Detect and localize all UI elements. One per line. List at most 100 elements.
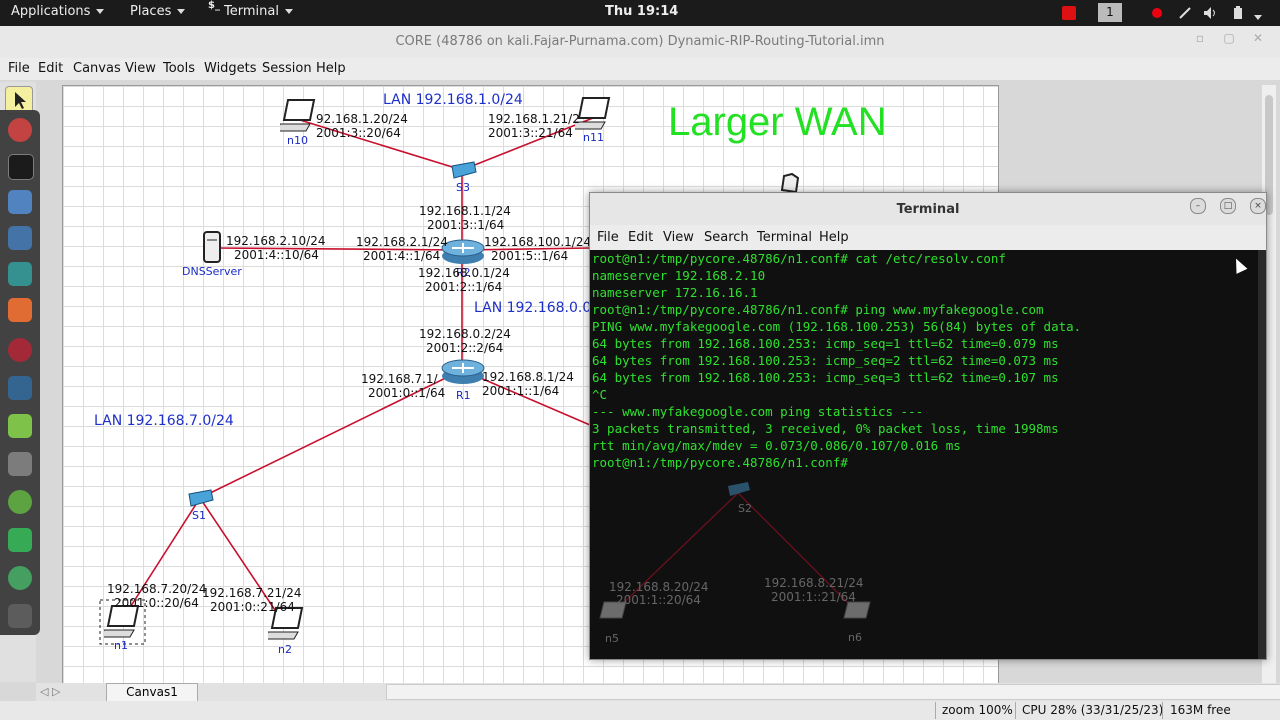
pen-icon[interactable] bbox=[1178, 6, 1192, 20]
system-menu-caret[interactable] bbox=[1254, 10, 1268, 24]
laptop-n1-icon[interactable] bbox=[104, 604, 144, 640]
settings-icon[interactable] bbox=[8, 452, 32, 476]
terminal-menu-file[interactable]: File bbox=[597, 230, 619, 245]
n11-label[interactable]: n11 bbox=[583, 131, 604, 144]
close-icon[interactable]: ✕ bbox=[1252, 31, 1264, 45]
n5-label[interactable]: n5 bbox=[605, 632, 619, 645]
wan-host-icon[interactable] bbox=[778, 172, 802, 194]
n1-label[interactable]: n1 bbox=[114, 639, 128, 652]
faraday-icon[interactable] bbox=[8, 338, 32, 362]
terminal-line: root@n1:/tmp/pycore.48786/n1.conf# ping … bbox=[592, 302, 1044, 317]
s1-label[interactable]: S1 bbox=[192, 509, 206, 522]
lan1-label: LAN 192.168.1.0/24 bbox=[383, 92, 523, 108]
menu-session[interactable]: Session bbox=[262, 61, 312, 76]
terminal-menubar: File Edit View Search Terminal Help bbox=[590, 225, 1266, 250]
battery-icon[interactable] bbox=[1231, 6, 1245, 20]
switch-s1-icon[interactable] bbox=[185, 488, 215, 510]
terminal-icon[interactable] bbox=[8, 154, 34, 180]
utorrent-icon[interactable] bbox=[8, 528, 32, 552]
laptop-n2-icon[interactable] bbox=[268, 606, 308, 642]
laptop-n11-icon[interactable] bbox=[575, 96, 615, 132]
menu-view[interactable]: View bbox=[125, 61, 156, 76]
terminal-titlebar[interactable]: Terminal – □ × bbox=[590, 193, 1266, 225]
places-menu[interactable]: Places bbox=[130, 4, 186, 19]
dns-ipv4: 192.168.2.10/24 bbox=[226, 234, 326, 248]
terminal-prompt[interactable]: root@n1:/tmp/pycore.48786/n1.conf# bbox=[592, 455, 856, 470]
n11-ipv4: 192.168.1.21/2 bbox=[488, 112, 580, 126]
terminal-maximize-icon[interactable]: □ bbox=[1220, 198, 1236, 214]
canvas-tabs-bar: ◁ ▷ Canvas1 bbox=[36, 683, 1280, 702]
files-icon[interactable] bbox=[8, 190, 32, 214]
terminal-menu-view[interactable]: View bbox=[663, 230, 694, 245]
r2-s3-ipv4: 192.168.1.1/24 bbox=[419, 204, 511, 218]
terminal-output[interactable]: root@n1:/tmp/pycore.48786/n1.conf# cat /… bbox=[590, 250, 1266, 659]
laptop-n10-icon[interactable] bbox=[280, 98, 320, 134]
terminal-line: 64 bytes from 192.168.100.253: icmp_seq=… bbox=[592, 353, 1059, 368]
scroll-thumb[interactable] bbox=[1265, 95, 1273, 215]
menu-tools[interactable]: Tools bbox=[163, 61, 196, 76]
r1-label[interactable]: R1 bbox=[456, 389, 471, 402]
menu-help[interactable]: Help bbox=[316, 61, 346, 76]
terminal-window[interactable]: Terminal – □ × File Edit View Search Ter… bbox=[589, 192, 1267, 660]
n10-label[interactable]: n10 bbox=[287, 134, 308, 147]
s2-label[interactable]: S2 bbox=[738, 502, 752, 515]
terminal-app-menu[interactable]: Terminal bbox=[224, 4, 293, 19]
leafpad-icon[interactable] bbox=[8, 414, 32, 438]
s3-label[interactable]: S3 bbox=[456, 181, 470, 194]
n6-ipv4: 192.168.8.21/24 bbox=[764, 576, 864, 590]
metasploit-icon[interactable] bbox=[8, 226, 32, 250]
switch-s3-icon[interactable] bbox=[448, 160, 478, 182]
armitage-icon[interactable] bbox=[8, 262, 32, 286]
r2-r1-ipv6: 2001:2::1/64 bbox=[425, 280, 503, 294]
record-status-icon[interactable] bbox=[1062, 6, 1076, 20]
network-icon[interactable] bbox=[8, 566, 32, 590]
terminal-minimize-icon[interactable]: – bbox=[1190, 198, 1206, 214]
memory-status: 163M free bbox=[1170, 703, 1231, 717]
terminal-menu-edit[interactable]: Edit bbox=[628, 230, 654, 245]
menubar: File Edit Canvas View Tools Widgets Sess… bbox=[0, 58, 1280, 80]
n5-ipv6: 2001:1::20/64 bbox=[616, 593, 701, 607]
terminal-menu-help[interactable]: Help bbox=[819, 230, 849, 245]
terminal-line: 3 packets transmitted, 3 received, 0% pa… bbox=[592, 421, 1059, 436]
cpu-status: CPU 28% (33/31/25/23) bbox=[1022, 703, 1164, 717]
minimize-icon[interactable]: ▫ bbox=[1195, 31, 1205, 45]
clock[interactable]: Thu 19:14 bbox=[605, 4, 679, 19]
router-r2-icon[interactable] bbox=[440, 236, 486, 266]
menu-edit[interactable]: Edit bbox=[38, 61, 64, 76]
vpn-icon[interactable] bbox=[8, 490, 32, 514]
n6-label[interactable]: n6 bbox=[848, 631, 862, 644]
wireshark-icon[interactable] bbox=[8, 376, 32, 400]
server-dns-icon[interactable] bbox=[200, 230, 224, 266]
dock bbox=[0, 110, 40, 635]
burpsuite-icon[interactable] bbox=[8, 298, 32, 322]
r2-s3-ipv6: 2001:3::1/64 bbox=[427, 218, 505, 232]
menu-file[interactable]: File bbox=[8, 61, 30, 76]
recording-dot-icon[interactable] bbox=[1152, 8, 1162, 18]
top-panel: Applications Places $_ Terminal Thu 19:1… bbox=[0, 0, 1280, 26]
n6-ipv6: 2001:1::21/64 bbox=[771, 590, 856, 604]
terminal-scrollbar[interactable] bbox=[1258, 250, 1266, 659]
r2-label[interactable]: R2 bbox=[456, 266, 471, 279]
n2-label[interactable]: n2 bbox=[278, 643, 292, 656]
window-titlebar: CORE (48786 on kali.Fajar-Purnama.com) D… bbox=[0, 26, 1280, 59]
horizontal-scrollbar[interactable] bbox=[386, 684, 1280, 700]
iceweasel-icon[interactable] bbox=[8, 118, 32, 142]
show-apps-icon[interactable] bbox=[8, 604, 32, 628]
tab-nav-arrows-icon[interactable]: ◁ ▷ bbox=[40, 685, 61, 698]
r2-dns-ipv6: 2001:4::1/64 bbox=[363, 249, 441, 263]
menu-widgets[interactable]: Widgets bbox=[204, 61, 257, 76]
terminal-close-icon[interactable]: × bbox=[1250, 198, 1266, 214]
router-r1-icon[interactable] bbox=[440, 356, 486, 386]
terminal-menu-terminal[interactable]: Terminal bbox=[757, 230, 812, 245]
workspace-indicator[interactable]: 1 bbox=[1098, 3, 1122, 22]
menu-canvas[interactable]: Canvas bbox=[73, 61, 121, 76]
terminal-menu-search[interactable]: Search bbox=[704, 230, 749, 245]
volume-icon[interactable] bbox=[1203, 6, 1217, 20]
window-title: CORE (48786 on kali.Fajar-Purnama.com) D… bbox=[395, 34, 885, 49]
applications-menu[interactable]: Applications bbox=[11, 4, 105, 19]
maximize-icon[interactable]: ▢ bbox=[1223, 31, 1235, 45]
dns-label[interactable]: DNSServer bbox=[182, 265, 242, 278]
n11-ipv6: 2001:3::21/64 bbox=[488, 126, 573, 140]
tab-canvas1[interactable]: Canvas1 bbox=[106, 683, 198, 702]
n10-ipv6: 2001:3::20/64 bbox=[316, 126, 401, 140]
